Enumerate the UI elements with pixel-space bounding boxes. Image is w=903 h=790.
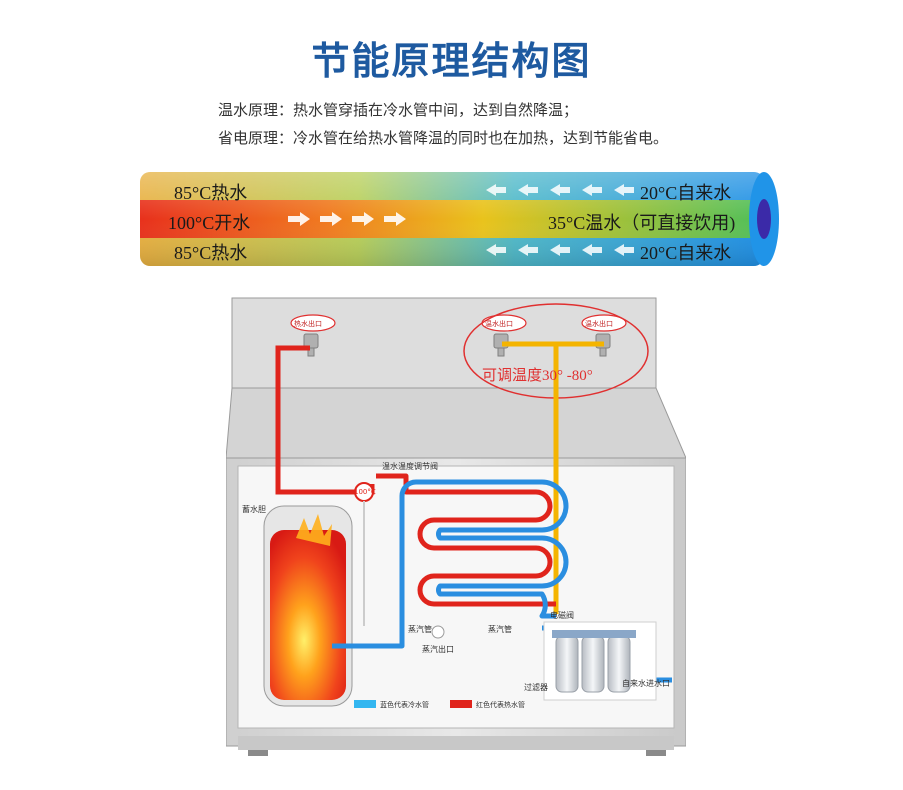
tap-inlet-label: 自来水进水口 <box>622 679 670 688</box>
cabinet-shoulder <box>226 387 686 459</box>
filter-label: 过滤器 <box>524 683 548 692</box>
warm-outlet-label-1: 温水出口 <box>485 320 513 328</box>
legend-red-label: 红色代表热水管 <box>476 701 525 709</box>
cold-flow-arrows-top <box>486 184 634 196</box>
hot-faucet <box>303 333 319 357</box>
pipe-illustration: 85°C热水 20°C自来水 100°C开水 35°C温水（可直接饮用) 85°… <box>140 172 780 266</box>
warm-outlet-oval-2 <box>581 314 627 332</box>
legend-blue-label: 蓝色代表冷水管 <box>380 701 429 709</box>
pipe-end-inner <box>757 199 771 239</box>
hot-flow-arrows <box>288 212 406 226</box>
machine-diagram: 热水出口 温水出口 温水出口 可调温度30° -80° 温水温度调节阀 100°… <box>226 296 686 758</box>
tank-water <box>270 530 346 700</box>
machine-graphic <box>226 297 686 756</box>
tank-label: 蓄水胆 <box>242 505 266 514</box>
solenoid-label: 电磁阀 <box>550 611 574 620</box>
steam-pipe-label-1: 蒸汽管 <box>408 625 432 634</box>
steam-outlet-circle <box>431 625 445 639</box>
steam-outlet-label: 蒸汽出口 <box>422 645 454 654</box>
hot-serpentine-pipe <box>376 473 556 607</box>
legend-blue-swatch <box>354 700 376 708</box>
pipe-label-bottom-left: 85°C热水 <box>174 243 248 263</box>
legend-red-swatch <box>450 700 472 708</box>
pipe-label-mid-right: 35°C温水（可直接饮用) <box>548 213 736 233</box>
steam-pipe-label-2: 蒸汽管 <box>488 625 512 634</box>
temp-gauge-label: 100°C <box>354 488 376 496</box>
flame <box>296 514 332 546</box>
page-title: 节能原理结构图 <box>311 39 592 83</box>
pipe-label-top-right: 20°C自来水 <box>640 183 732 203</box>
adjustable-temp-label: 可调温度30° -80° <box>482 368 593 384</box>
pipe-graphic <box>140 172 779 266</box>
saving-principle-text: 省电原理：冷水管在给热水管降温的同时也在加热，达到节能省电。 <box>218 129 669 147</box>
warm-pipe <box>502 341 604 614</box>
filters <box>552 630 636 693</box>
valve-label: 温水温度调节阀 <box>382 462 438 471</box>
pipe-label-top-left: 85°C热水 <box>174 183 248 203</box>
warm-outlet-label-2: 温水出口 <box>585 320 613 328</box>
cold-flow-arrows-bottom <box>486 244 634 256</box>
cabinet-base <box>238 736 674 750</box>
warm-principle-text: 温水原理：热水管穿插在冷水管中间，达到自然降温； <box>218 101 579 119</box>
pipe-label-mid-left: 100°C开水 <box>168 213 251 233</box>
hot-outlet-label: 热水出口 <box>294 320 322 328</box>
hot-outlet-oval <box>290 314 336 332</box>
pipe-label-bottom-right: 20°C自来水 <box>640 243 732 263</box>
